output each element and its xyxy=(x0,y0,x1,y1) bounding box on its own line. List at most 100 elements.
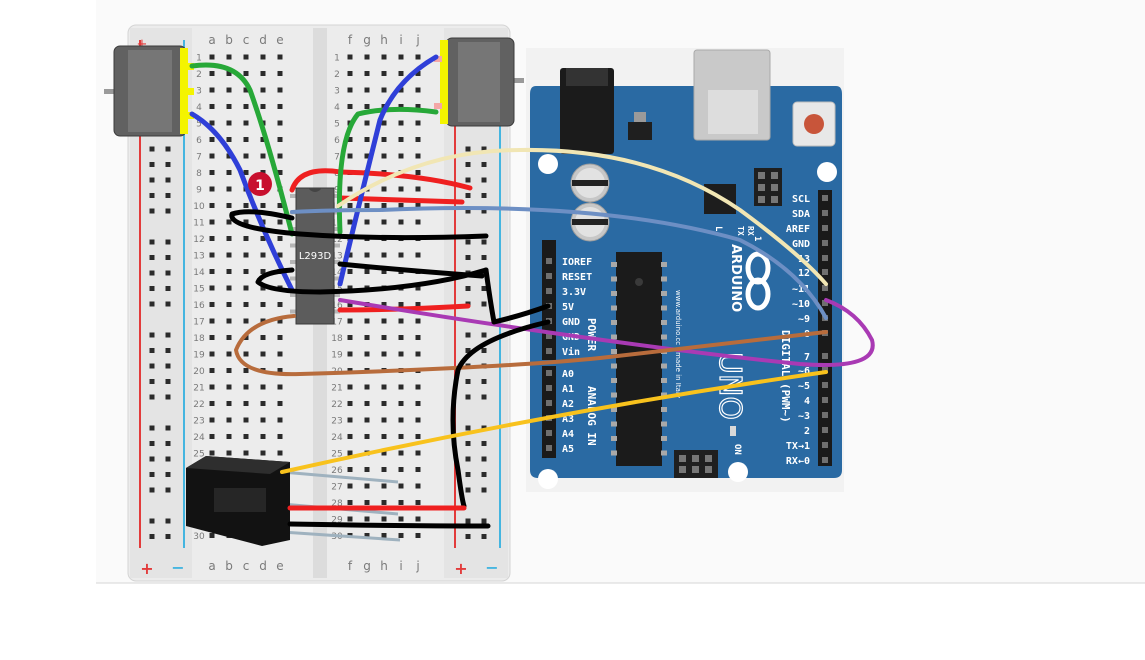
voltage-regulator xyxy=(628,122,652,140)
breadboard-hole xyxy=(347,351,353,357)
breadboard-hole xyxy=(398,351,404,357)
breadboard-hole xyxy=(260,203,266,208)
row-number-right: 2 xyxy=(334,70,340,80)
digital-pin-label: SCL xyxy=(792,194,810,205)
reset-button-cap[interactable] xyxy=(804,114,824,134)
motor-left-terminal-block xyxy=(180,48,188,134)
row-number-right: 21 xyxy=(331,384,342,394)
breadboard-hole xyxy=(398,500,404,505)
rail-hole xyxy=(149,146,155,152)
motor-left-band xyxy=(128,50,172,132)
analog-pin-label: A4 xyxy=(562,429,574,440)
rail-hole xyxy=(465,472,471,477)
breadboard-hole xyxy=(347,401,353,406)
breadboard-hole xyxy=(347,450,353,456)
l293d-leg xyxy=(332,227,340,231)
rail-hole xyxy=(149,239,155,245)
digital-pin-label: RX←0 xyxy=(786,456,810,467)
atmega-leg xyxy=(611,392,617,398)
breadboard-hole xyxy=(415,434,421,439)
breadboard-hole xyxy=(277,302,283,307)
breadboard-hole xyxy=(243,87,249,93)
atmega-leg xyxy=(611,276,617,282)
breadboard-hole xyxy=(277,137,283,142)
digital-pin-label: TX→1 xyxy=(786,441,810,452)
atmega-leg xyxy=(661,421,667,427)
breadboard-hole xyxy=(364,219,370,225)
row-number-left: 10 xyxy=(193,202,205,212)
breadboard-hole xyxy=(226,219,232,225)
arduino-url-text: www.arduino.cc - made in Italy xyxy=(674,290,682,398)
breadboard-hole xyxy=(364,533,370,538)
breadboard-hole xyxy=(364,467,370,472)
rail-hole xyxy=(481,394,487,400)
breadboard-hole xyxy=(415,318,421,324)
breadboard-hole xyxy=(243,137,249,142)
breadboard-hole xyxy=(364,153,370,159)
rail-hole xyxy=(481,472,487,477)
rail-hole xyxy=(481,534,487,539)
breadboard-hole xyxy=(398,302,404,307)
ir-sensor-top xyxy=(186,456,290,474)
atmega-leg xyxy=(611,349,617,354)
breadboard-hole xyxy=(243,384,249,390)
mount-hole-2 xyxy=(817,162,837,182)
row-number-left: 18 xyxy=(193,334,205,344)
arduino-logo: ARDUINO xyxy=(728,244,771,312)
wire-blue-left-motor xyxy=(189,111,295,293)
column-letter: j xyxy=(415,559,419,573)
breadboard-hole xyxy=(226,302,232,307)
breadboard-hole xyxy=(381,434,387,439)
rail-hole xyxy=(165,456,171,462)
breadboard-hole xyxy=(381,252,387,258)
breadboard-hole xyxy=(347,483,353,489)
rail-hole xyxy=(149,255,155,260)
breadboard-hole xyxy=(415,417,421,423)
digital-pin xyxy=(822,269,828,275)
digital-pin xyxy=(822,255,828,261)
breadboard-hole xyxy=(209,285,215,291)
row-number-right: 19 xyxy=(331,351,343,361)
breadboard-hole xyxy=(226,417,232,423)
rail-hole xyxy=(149,208,155,214)
rail-hole xyxy=(465,456,471,462)
breadboard-hole xyxy=(364,269,370,274)
breadboard-hole xyxy=(260,335,266,340)
rail-hole xyxy=(465,146,471,152)
regulator-tab xyxy=(634,112,646,122)
column-letter: d xyxy=(259,559,267,573)
breadboard-hole xyxy=(226,318,232,324)
breadboard-hole xyxy=(277,318,283,324)
rail-hole xyxy=(165,363,171,369)
breadboard-hole xyxy=(226,335,232,340)
power-jack-top xyxy=(566,68,608,86)
breadboard-hole xyxy=(277,170,283,175)
breadboard-hole xyxy=(209,153,215,159)
rail-hole xyxy=(481,518,487,524)
l293d-label: L293D xyxy=(299,251,332,262)
breadboard-hole xyxy=(243,120,249,126)
row-number-left: 1 xyxy=(196,54,202,64)
wires xyxy=(189,54,875,529)
row-number-right: 4 xyxy=(334,103,340,113)
wire-black-loop-2 xyxy=(255,267,489,295)
icsp-pins-top xyxy=(758,172,778,203)
l293d-leg xyxy=(332,293,340,297)
breadboard-hole xyxy=(381,71,387,76)
breadboard-hole xyxy=(398,434,404,439)
power-pin xyxy=(546,258,552,264)
rail-hole xyxy=(465,286,471,291)
breadboard-hole xyxy=(243,368,249,373)
breadboard-hole xyxy=(226,203,232,208)
rail-hole xyxy=(149,193,155,198)
motor-right-terminal-1 xyxy=(434,56,442,62)
breadboard-hole xyxy=(415,401,421,406)
capacitor-2-mark xyxy=(572,219,608,225)
rail-hole xyxy=(165,332,171,338)
breadboard-hole xyxy=(398,450,404,456)
row-number-right: 7 xyxy=(334,153,340,163)
row-number-left: 13 xyxy=(193,252,204,262)
breadboard-hole xyxy=(381,186,387,192)
breadboard-hole xyxy=(381,87,387,93)
